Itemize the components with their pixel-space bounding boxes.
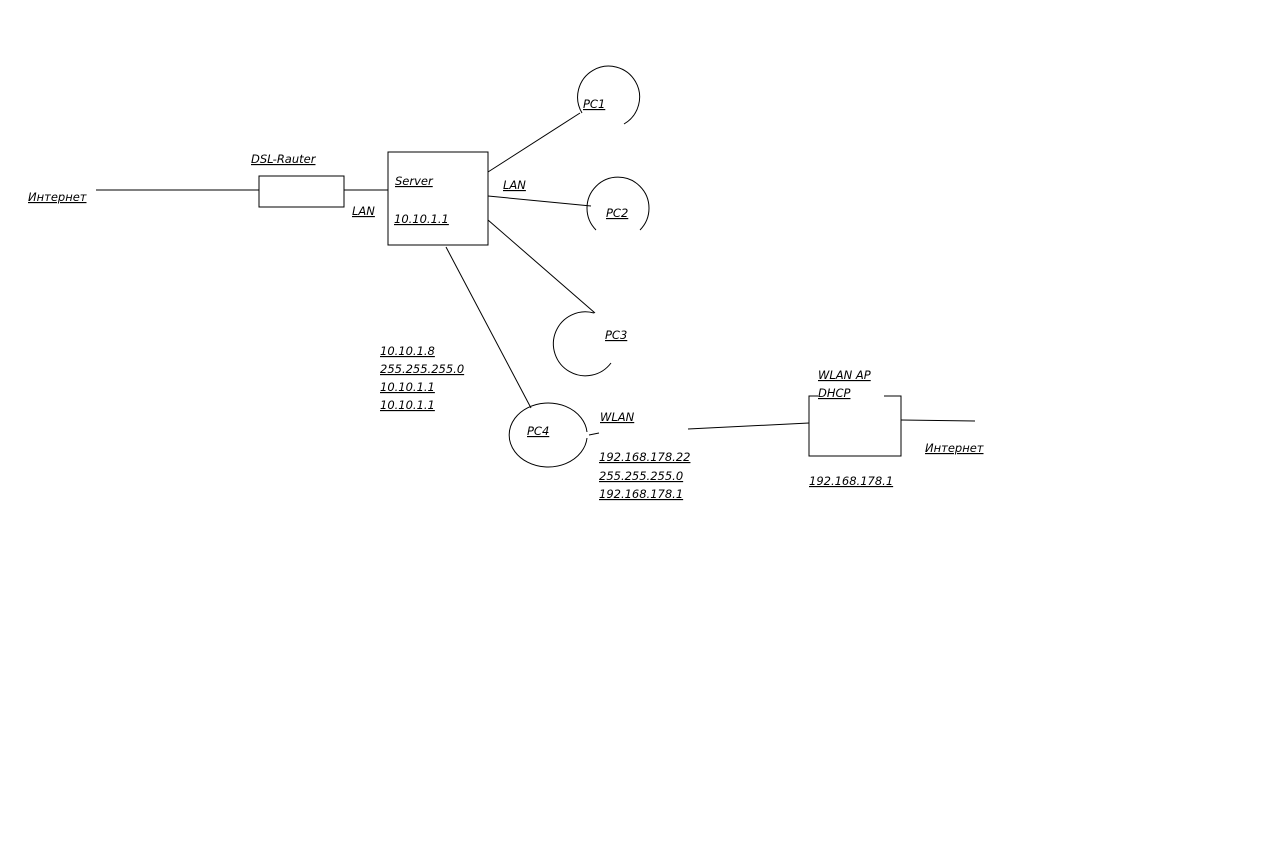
internet-link-right: [900, 419, 976, 422]
pc3-label: PC3: [605, 328, 627, 342]
pc4-wlan-stub: [588, 432, 600, 436]
wlan-ap-box: [808, 395, 902, 457]
server-ip-label: 10.10.1.1: [394, 212, 449, 226]
pc1-circle: [577, 65, 641, 125]
pc4-mask-label: 255.255.255.0: [380, 362, 464, 376]
internet-label-left: Интернет: [28, 190, 87, 204]
lan-label-router: LAN: [352, 204, 375, 218]
pc4-ip-label: 10.10.1.8: [380, 344, 435, 358]
pc2-label: PC2: [606, 206, 628, 220]
server-pc1-link: [487, 112, 581, 173]
wlan-gateway-label: 192.168.178.1: [599, 487, 683, 501]
server-name-label: Server: [395, 174, 434, 188]
pc2-circle: [586, 176, 650, 231]
wlan-ap-link: [687, 422, 810, 430]
dsl-router-label: DSL-Rauter: [251, 152, 317, 166]
pc3-circle: [552, 311, 612, 377]
pc1-label: PC1: [583, 97, 605, 111]
server-pc4-link: [445, 246, 532, 409]
server-pc2-link: [487, 195, 592, 207]
server-pc3-link: [487, 219, 596, 314]
server-box: [387, 151, 489, 246]
pc4-label: PC4: [527, 424, 549, 438]
wlan-mask-label: 255.255.255.0: [599, 469, 683, 483]
wlan-ip-label: 192.168.178.22: [599, 450, 690, 464]
internet-label-right: Интернет: [925, 441, 984, 455]
lan-label-pcs: LAN: [503, 178, 526, 192]
pc4-dns-label: 10.10.1.1: [380, 398, 435, 412]
dsl-router-box: [258, 175, 345, 208]
ap-ip-label: 192.168.178.1: [809, 474, 893, 488]
pc4-circle: [508, 402, 588, 468]
pc4-gateway-label: 10.10.1.1: [380, 380, 435, 394]
wlan-ap-label: WLAN AP: [818, 368, 871, 382]
dhcp-label: DHCP: [818, 386, 851, 400]
wlan-label: WLAN: [600, 410, 635, 424]
